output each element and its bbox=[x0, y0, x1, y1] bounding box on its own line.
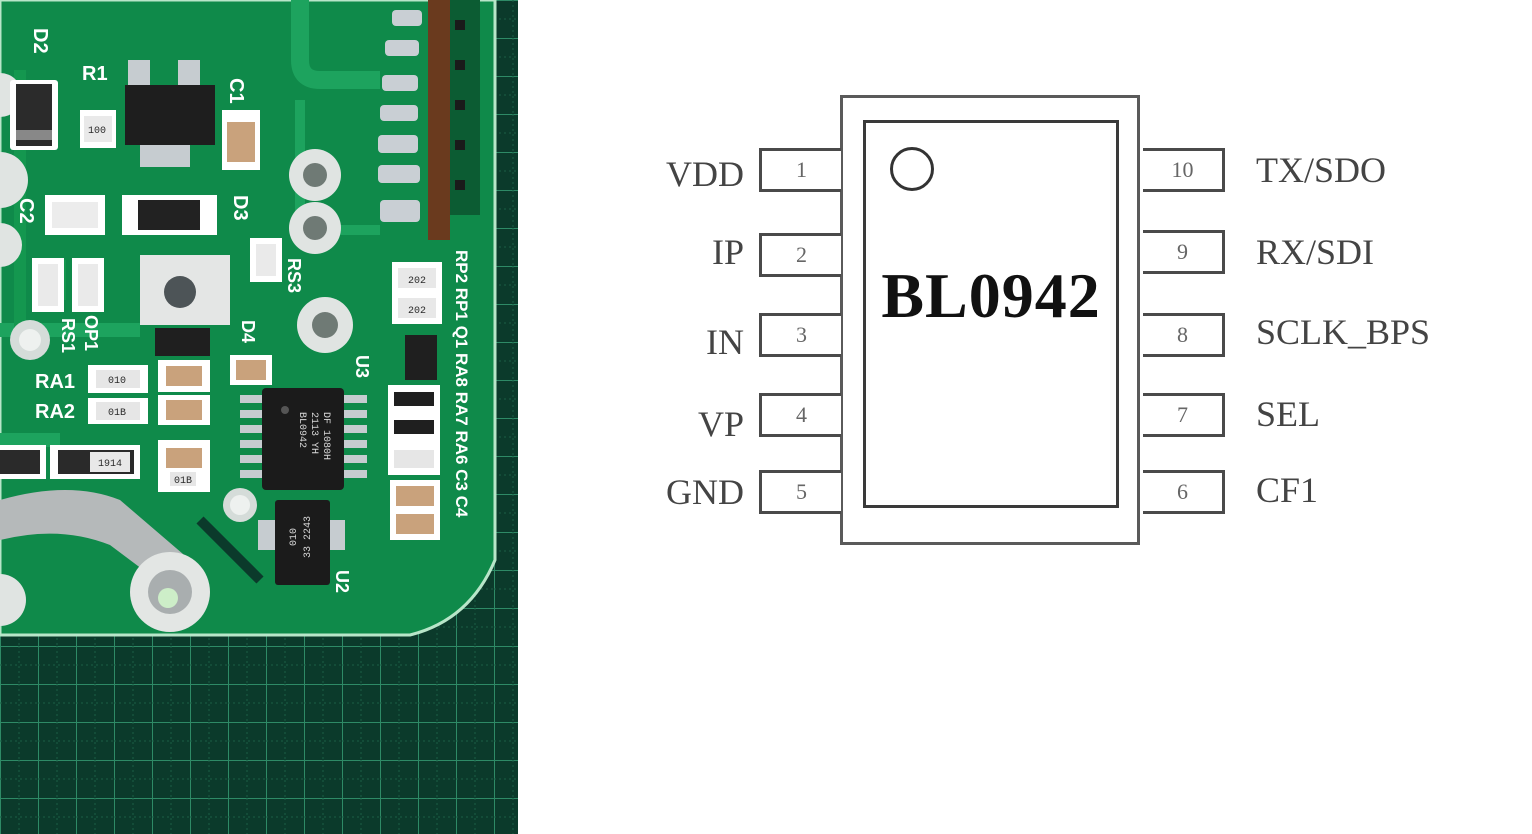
pin-label-sel: SEL bbox=[1256, 394, 1321, 434]
silk-rs3: RS3 bbox=[284, 258, 304, 293]
pin-box-1: 1 bbox=[759, 148, 841, 192]
code-01b-bottom: 01B bbox=[174, 476, 192, 487]
chip-body: BL0942 bbox=[863, 120, 1119, 508]
pcb-photo: BL0942 2113 YH DF 1080H 010 33 2243 D2 R… bbox=[0, 0, 518, 834]
pin-box-5: 5 bbox=[759, 470, 841, 514]
silk-d4: D4 bbox=[238, 320, 258, 343]
silk-right-column: RP2 RP1 Q1 RA8 RA7 RA6 C3 C4 bbox=[452, 250, 471, 518]
pin-label-vdd: VDD bbox=[666, 154, 744, 194]
pin-label-rx-sdi: RX/SDI bbox=[1256, 232, 1375, 272]
pin-box-8: 8 bbox=[1143, 313, 1225, 357]
pin-box-7: 7 bbox=[1143, 393, 1225, 437]
u1-pins bbox=[240, 395, 367, 478]
code-rp2: 202 bbox=[408, 276, 426, 287]
u2-marking-line1: 010 bbox=[289, 528, 300, 546]
pin-label-in: IN bbox=[706, 322, 744, 362]
pin1-indicator-icon bbox=[890, 147, 934, 191]
silk-rs1: RS1 bbox=[58, 318, 78, 353]
pin-box-2: 2 bbox=[759, 233, 841, 277]
chip-name: BL0942 bbox=[881, 260, 1101, 331]
silk-c1: C1 bbox=[225, 78, 247, 104]
u1-marking-line3: DF 1080H bbox=[320, 412, 331, 460]
u2-chip bbox=[275, 500, 330, 585]
pin-box-4: 4 bbox=[759, 393, 841, 437]
pinout-diagram: BL0942 1 2 3 4 5 VDD IP IN VP GND 10 9 8… bbox=[518, 0, 1532, 834]
chip-package: BL0942 bbox=[840, 95, 1140, 545]
silk-r1: R1 bbox=[82, 63, 108, 85]
pin-box-3: 3 bbox=[759, 313, 841, 357]
code-r1: 100 bbox=[88, 126, 106, 137]
silk-u2: U2 bbox=[332, 570, 352, 593]
pin-label-ip: IP bbox=[711, 232, 744, 272]
pin-label-gnd: GND bbox=[666, 472, 744, 512]
silk-ra2: RA2 bbox=[35, 401, 75, 423]
header-strip bbox=[428, 0, 450, 240]
pin-label-sclk-bps: SCLK_BPS bbox=[1256, 312, 1431, 352]
code-ra2: 01B bbox=[108, 408, 126, 419]
header-solder-joints bbox=[378, 10, 422, 222]
code-1914: 1914 bbox=[98, 459, 122, 470]
code-rp1: 202 bbox=[408, 306, 426, 317]
code-ra1: 010 bbox=[108, 376, 126, 387]
pin-box-9: 9 bbox=[1143, 230, 1225, 274]
u2-marking-line2: 33 2243 bbox=[303, 516, 314, 558]
pin-box-6: 6 bbox=[1143, 470, 1225, 514]
silk-d2: D2 bbox=[29, 28, 51, 54]
pin-label-vp: VP bbox=[697, 404, 744, 444]
silk-ra1: RA1 bbox=[35, 371, 75, 393]
silk-op1: OP1 bbox=[81, 315, 101, 351]
silk-u3: U3 bbox=[352, 355, 372, 378]
pin-label-cf1: CF1 bbox=[1256, 470, 1319, 510]
u1-marking-line1: BL0942 bbox=[296, 412, 307, 448]
silk-d3: D3 bbox=[229, 195, 251, 221]
pin-box-10: 10 bbox=[1143, 148, 1225, 192]
u1-marking-line2: 2113 YH bbox=[308, 412, 319, 454]
silk-c2: C2 bbox=[15, 198, 37, 224]
pin-label-tx-sdo: TX/SDO bbox=[1256, 150, 1387, 190]
u1-bl0942-chip bbox=[262, 388, 344, 490]
